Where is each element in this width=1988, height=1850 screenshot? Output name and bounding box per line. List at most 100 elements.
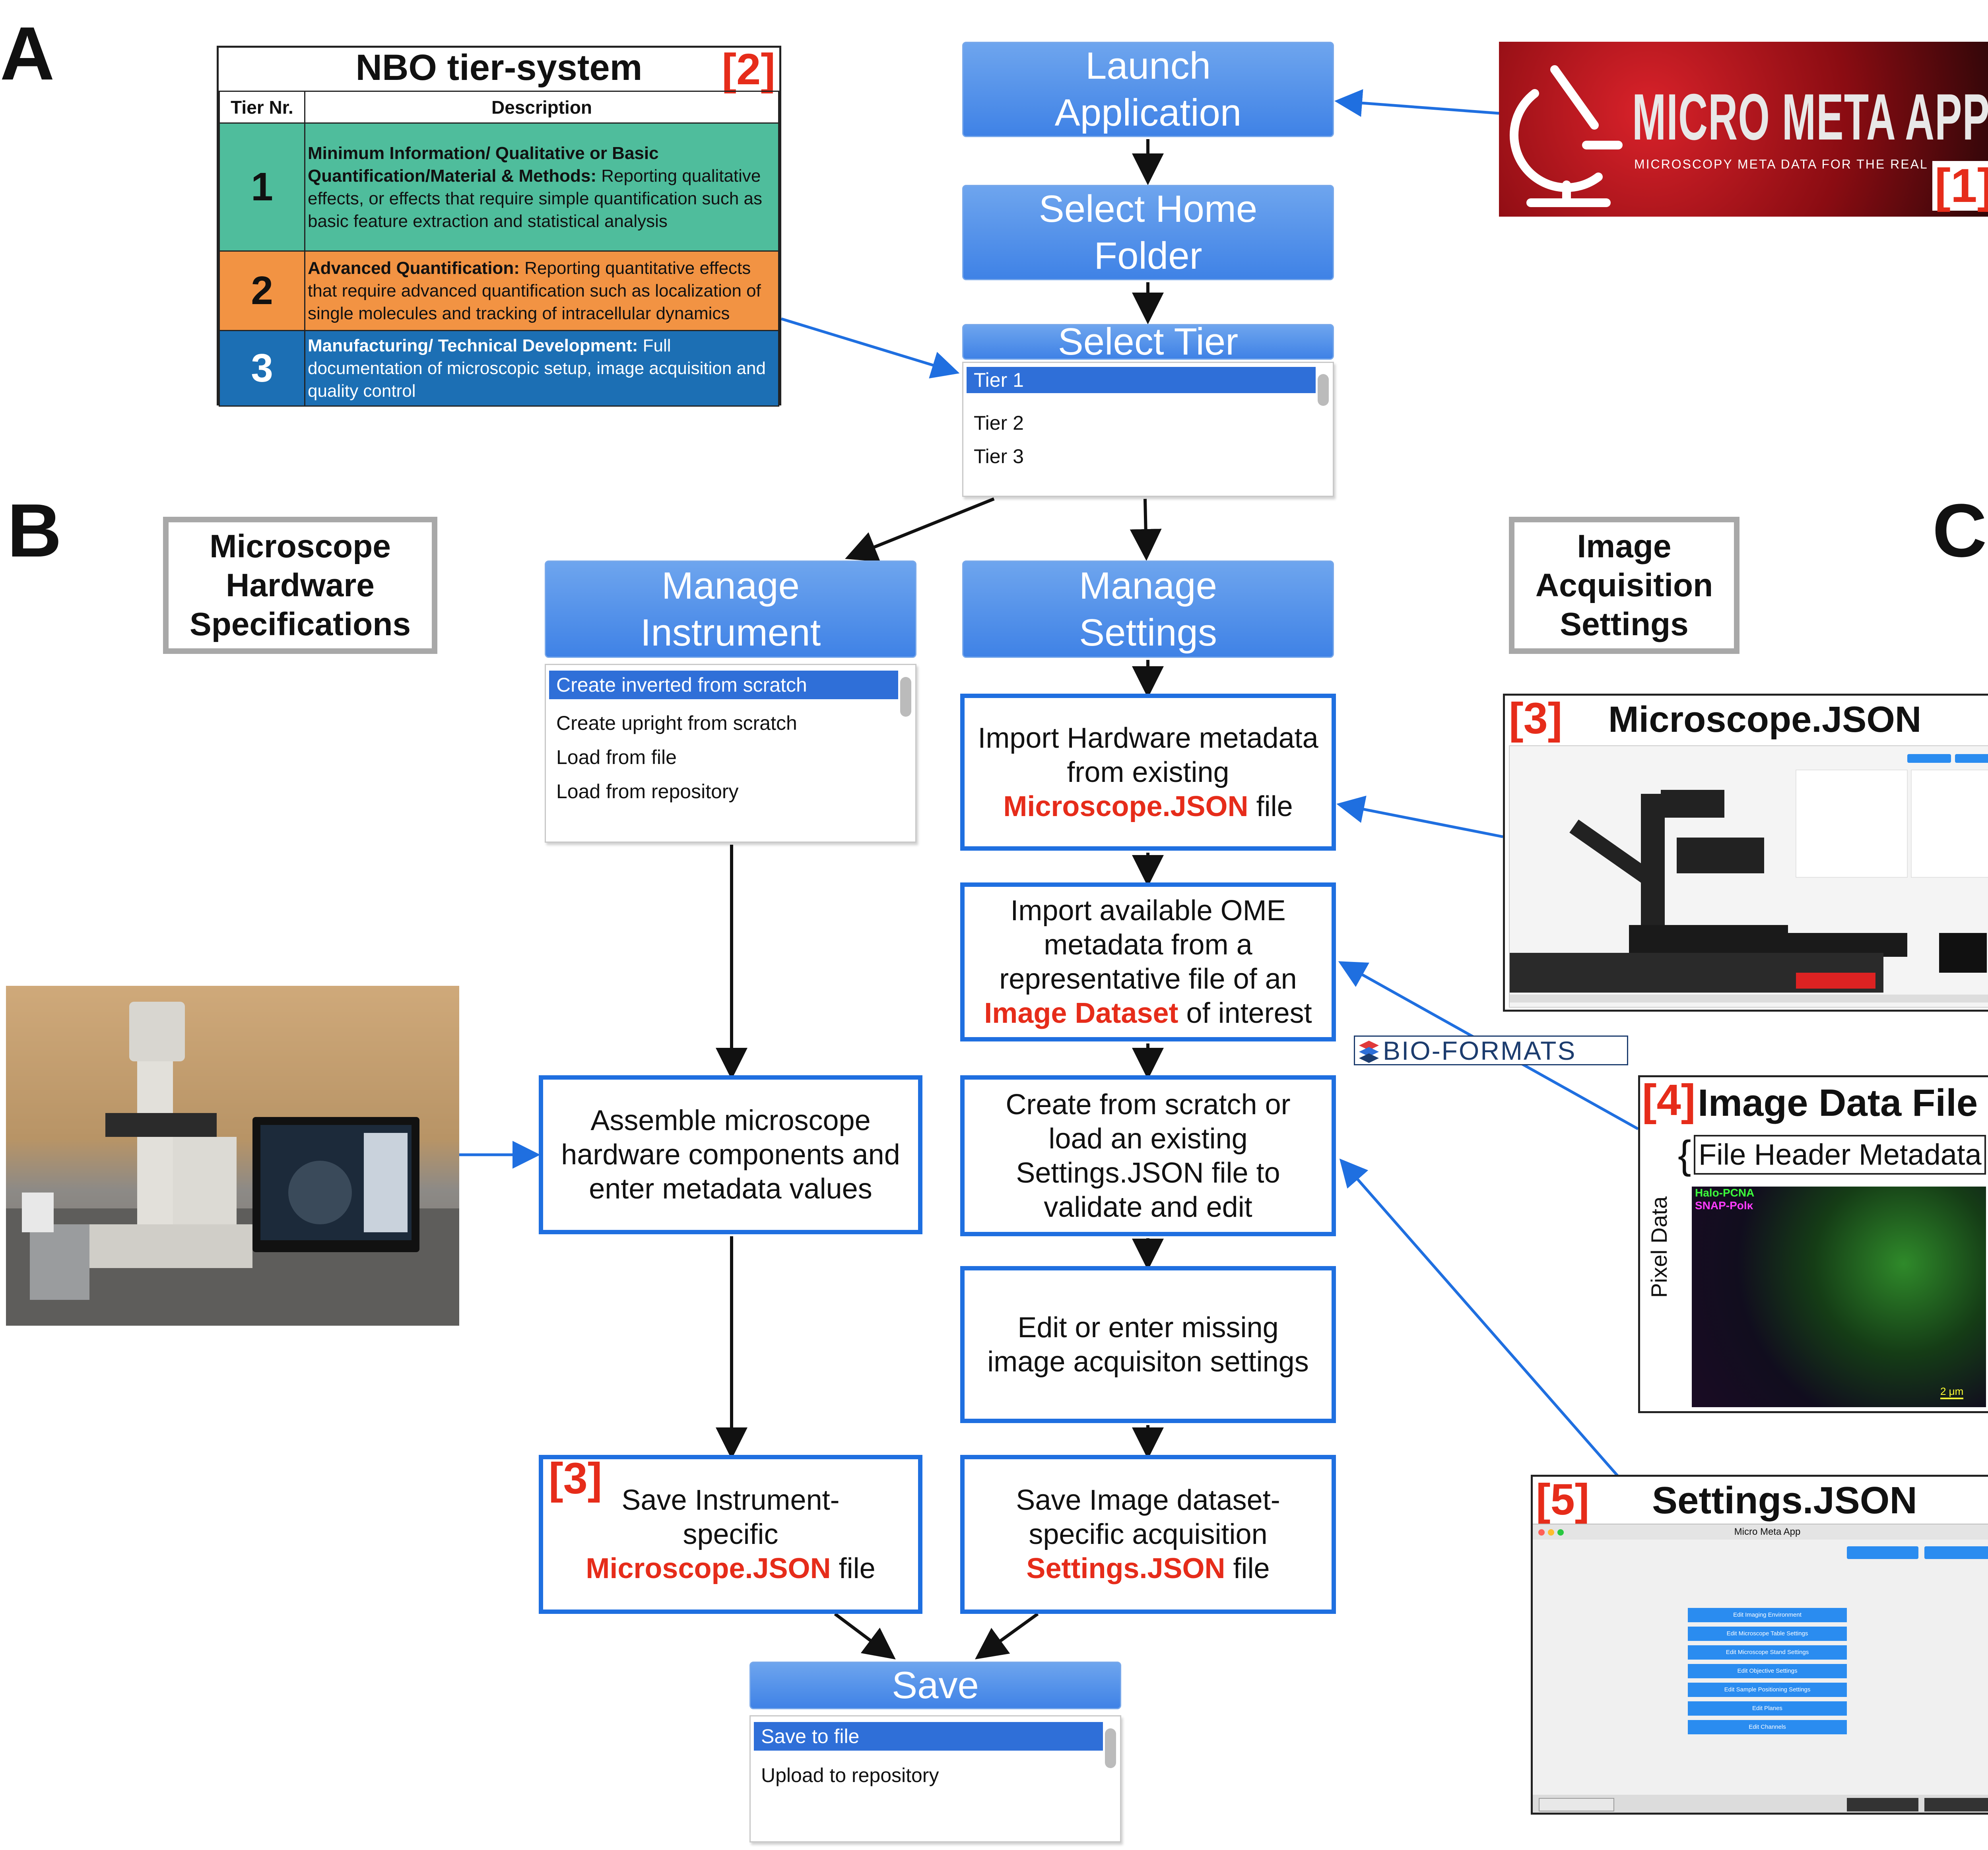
settings-edit-button-list: Edit Imaging Environment Edit Microscope…: [1688, 1608, 1847, 1739]
window-close-icon[interactable]: [1538, 1529, 1545, 1536]
header-brace: {: [1678, 1132, 1691, 1177]
tier-desc-1: Minimum Information/ Qualitative or Basi…: [304, 122, 779, 252]
settings-json-screenshot: [5] Settings.JSON Micro Meta App Edit Im…: [1531, 1475, 1988, 1815]
image-data-title: Image Data File: [1698, 1082, 1978, 1124]
edit-microscope-table-button[interactable]: Edit Microscope Table Settings: [1688, 1627, 1847, 1641]
panel-label-b: B: [7, 489, 62, 573]
tier-option-2[interactable]: Tier 2: [974, 412, 1024, 434]
tier-num-2: 2: [219, 250, 305, 331]
manage-instrument-button[interactable]: Manage Instrument: [545, 560, 916, 658]
tier-row-2: 2 Advanced Quantification: Reporting qua…: [219, 250, 779, 331]
channel-label-snap: SNAP-Polκ: [1695, 1199, 1753, 1212]
save-instrument-box: Save Instrument- specific Microscope.JSO…: [539, 1455, 922, 1614]
assemble-line-3: enter metadata values: [589, 1173, 872, 1205]
tier-table-ref: [2]: [722, 45, 775, 94]
save-image-line-3: Settings.JSON file: [1026, 1553, 1270, 1584]
create-settings-line-3: Settings.JSON file to: [1016, 1157, 1280, 1189]
microscope-json-screenshot: [3] Microscope.JSON: [1503, 694, 1988, 1012]
manage-instrument-line-1: Manage: [662, 564, 800, 607]
tier-table-title: NBO tier-system: [355, 47, 643, 88]
acquisition-label-line-3: Settings: [1560, 606, 1689, 642]
micro-meta-app-banner: MICRO META APP MICROSCOPY META DATA FOR …: [1499, 42, 1988, 217]
microscope-photo: [6, 986, 459, 1326]
microscope-json-ref: [3]: [1509, 694, 1563, 743]
instrument-option-3[interactable]: Load from file: [556, 746, 677, 768]
import-hardware-box: Import Hardware metadata from existing M…: [960, 694, 1336, 851]
import-hw-line-3: Microscope.JSON file: [1003, 790, 1293, 822]
import-hw-line-1: Import Hardware metadata: [978, 722, 1318, 754]
import-ome-box: Import available OME metadata from a rep…: [960, 882, 1336, 1041]
select-home-folder-button[interactable]: Select Home Folder: [962, 185, 1334, 280]
banner-ref: [1]: [1932, 161, 1988, 211]
acquisition-label-line-1: Image: [1577, 528, 1672, 564]
save-image-line-1: Save Image dataset-: [1016, 1484, 1280, 1516]
manage-settings-line-2: Settings: [1079, 611, 1217, 654]
save-listbox[interactable]: Save to file Upload to repository: [749, 1715, 1121, 1842]
import-hw-line-2: from existing: [1067, 756, 1229, 788]
microscope-diagram-drawing: [1510, 770, 1988, 1003]
image-data-ref: [4]: [1642, 1076, 1696, 1125]
save-image-settings-box: Save Image dataset- specific acquisition…: [960, 1455, 1336, 1614]
edit-channels-button[interactable]: Edit Channels: [1688, 1720, 1847, 1734]
save-instrument-line-2: specific: [683, 1518, 779, 1550]
instrument-option-4[interactable]: Load from repository: [556, 780, 739, 803]
validate-tier-mini-button[interactable]: [1955, 754, 1988, 763]
edit-sample-positioning-button[interactable]: Edit Sample Positioning Settings: [1688, 1683, 1847, 1697]
manage-settings-button[interactable]: Manage Settings: [962, 560, 1334, 658]
tier-scrollbar[interactable]: [1318, 374, 1329, 406]
settings-json-ref: [5]: [1536, 1475, 1590, 1524]
edit-objective-button[interactable]: Edit Objective Settings: [1688, 1664, 1847, 1678]
save-option-file[interactable]: Save to file: [754, 1722, 1103, 1751]
save-scrollbar[interactable]: [1105, 1728, 1116, 1768]
edit-image-settings-mini-button[interactable]: [1847, 1546, 1918, 1559]
microscope-app-window: [1509, 745, 1988, 1008]
pixel-data-label: Pixel Data: [1646, 1196, 1672, 1298]
instrument-option-2[interactable]: Create upright from scratch: [556, 712, 797, 734]
save-mini-button[interactable]: [1847, 1798, 1918, 1811]
instrument-option-1[interactable]: Create inverted from scratch: [549, 671, 898, 699]
hardware-label-line-3: Specifications: [190, 606, 411, 642]
micrograph-image: Halo-PCNA SNAP-Polκ 2 μm: [1692, 1187, 1986, 1407]
tier-option-3[interactable]: Tier 3: [974, 445, 1024, 467]
export-mini-button[interactable]: [1924, 1798, 1988, 1811]
edit-microscope-mini-button[interactable]: [1907, 754, 1951, 763]
settings-window-titlebar: Micro Meta App: [1533, 1524, 1988, 1540]
window-minimize-icon[interactable]: [1548, 1529, 1554, 1536]
launch-line-1: Launch: [1085, 45, 1211, 87]
import-ome-line-3: representative file of an: [999, 963, 1297, 995]
banner-title: MICRO META APP: [1632, 80, 1988, 153]
tier-listbox[interactable]: Tier 1 Tier 2 Tier 3: [962, 362, 1334, 497]
tier-num-1: 1: [219, 122, 305, 252]
assemble-line-2: hardware components and: [561, 1139, 900, 1171]
acquisition-label-line-2: Acquisition: [1535, 567, 1713, 603]
import-ome-line-1: Import available OME: [1010, 895, 1286, 927]
save-option-repository[interactable]: Upload to repository: [761, 1764, 939, 1786]
manage-instrument-line-2: Instrument: [640, 611, 821, 654]
edit-planes-button[interactable]: Edit Planes: [1688, 1701, 1847, 1716]
back-mini-button[interactable]: [1539, 1798, 1614, 1811]
validate-tier-settings-mini-button[interactable]: [1924, 1546, 1988, 1559]
instrument-listbox[interactable]: Create inverted from scratch Create upri…: [545, 664, 916, 843]
launch-application-button[interactable]: Launch Application: [962, 42, 1334, 137]
hardware-label-line-2: Hardware: [226, 567, 375, 603]
hardware-label-line-1: Microscope: [210, 528, 391, 564]
edit-missing-box: Edit or enter missing image acquisiton s…: [960, 1266, 1336, 1423]
create-settings-box: Create from scratch or load an existing …: [960, 1075, 1336, 1236]
edit-imaging-environment-button[interactable]: Edit Imaging Environment: [1688, 1608, 1847, 1622]
save-image-line-2: specific acquisition: [1029, 1518, 1268, 1550]
instrument-scrollbar[interactable]: [900, 677, 911, 717]
edit-microscope-stand-button[interactable]: Edit Microscope Stand Settings: [1688, 1645, 1847, 1660]
microscope-hardware-label: Microscope Hardware Specifications: [163, 517, 437, 654]
create-settings-line-4: validate and edit: [1044, 1191, 1252, 1223]
tier-row-3: 3 Manufacturing/ Technical Development: …: [219, 330, 779, 407]
description-col-header: Description: [304, 91, 779, 124]
manage-settings-line-1: Manage: [1079, 564, 1217, 607]
tier-option-1[interactable]: Tier 1: [967, 367, 1316, 393]
tier-num-3: 3: [219, 330, 305, 407]
import-ome-line-4: Image Dataset of interest: [984, 997, 1312, 1029]
scale-bar: 2 μm: [1940, 1385, 1964, 1399]
window-maximize-icon[interactable]: [1557, 1529, 1564, 1536]
tier-row-1: 1 Minimum Information/ Qualitative or Ba…: [219, 122, 779, 252]
save-instrument-line-3: Microscope.JSON file: [586, 1553, 876, 1584]
